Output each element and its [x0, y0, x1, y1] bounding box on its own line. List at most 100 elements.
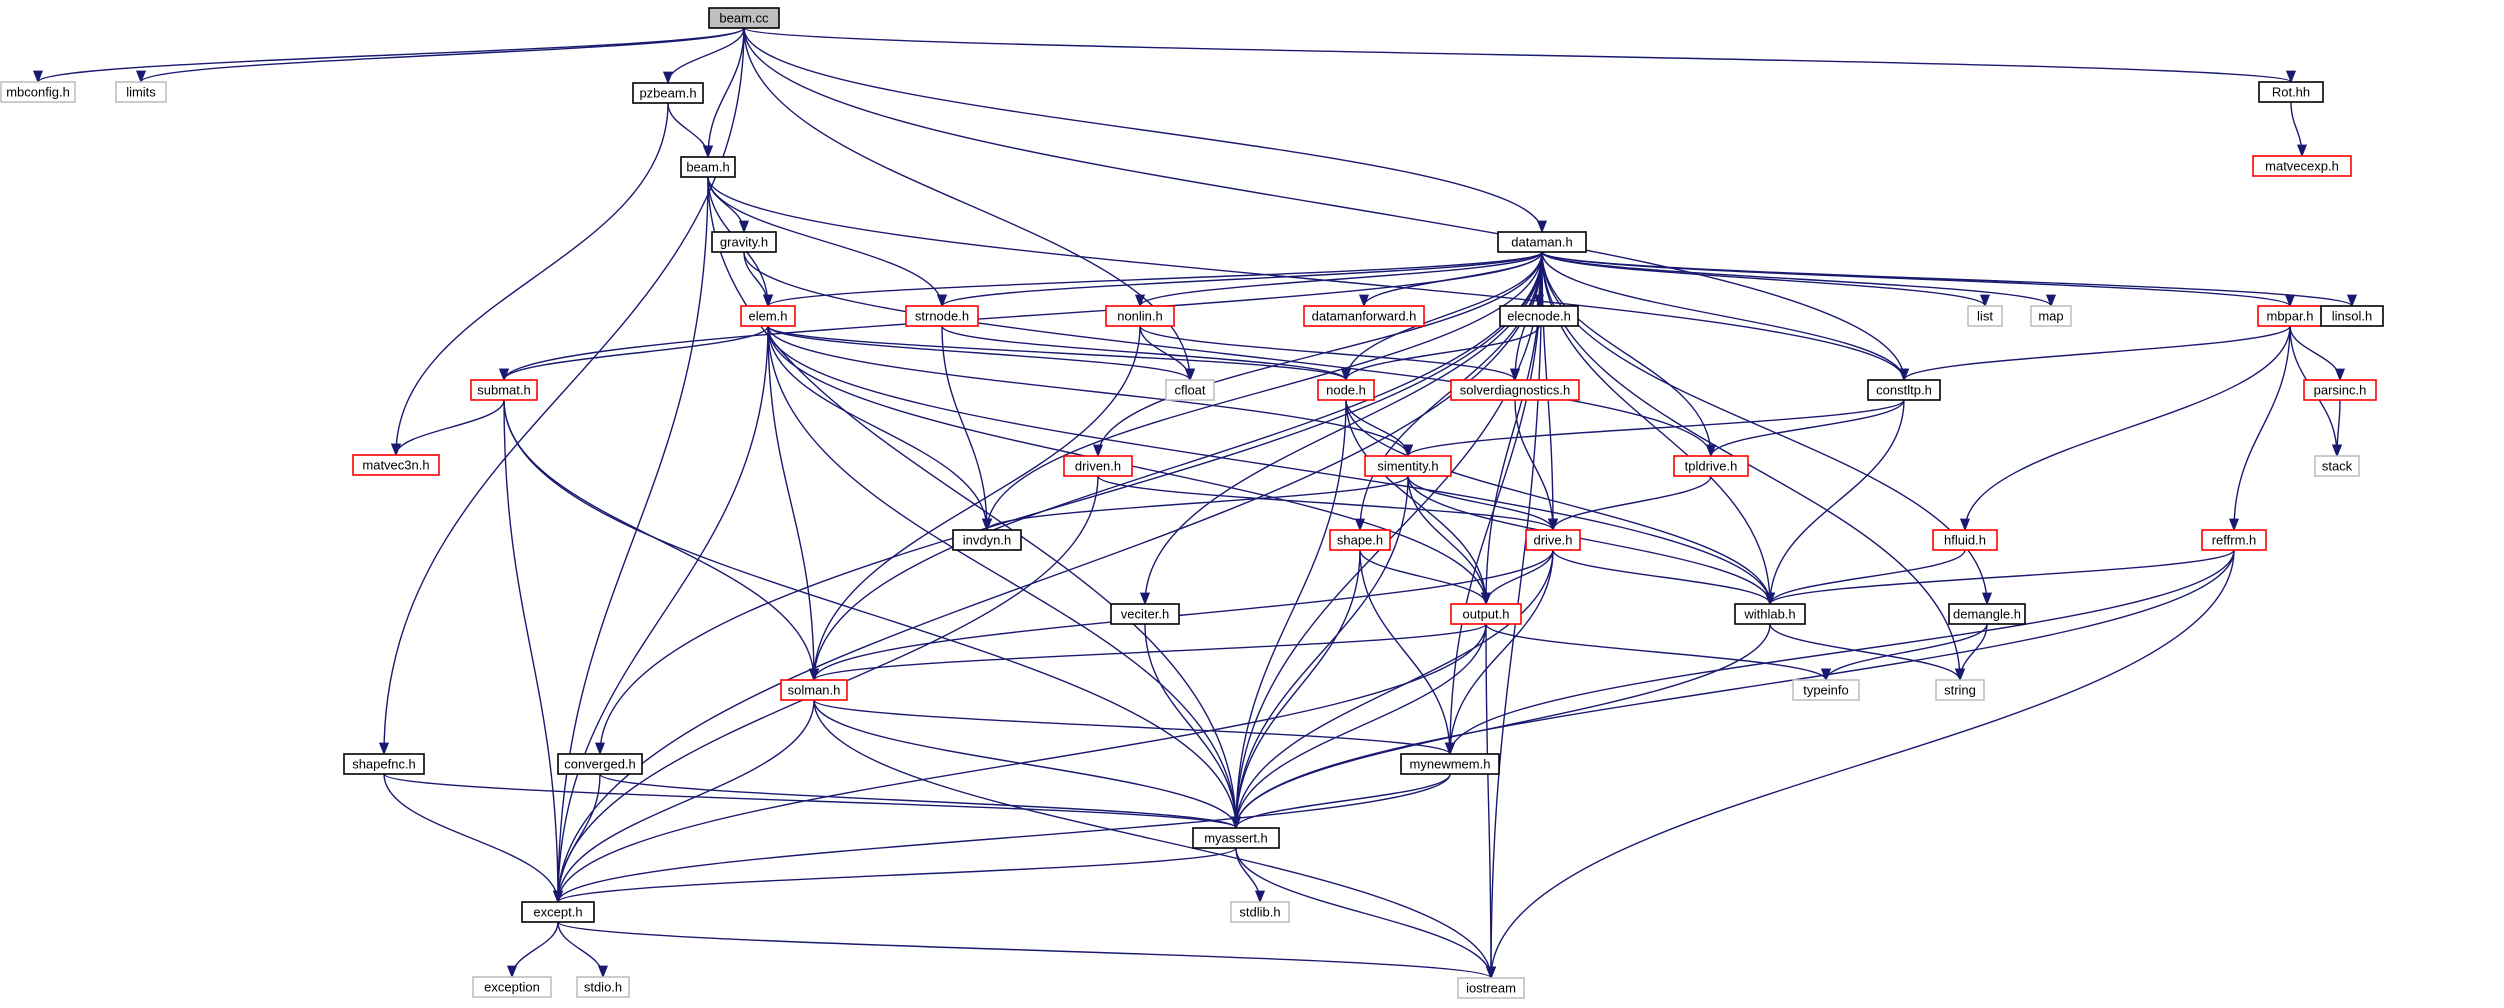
- node-linsol[interactable]: linsol.h: [2320, 305, 2384, 327]
- node-box: [1165, 379, 1215, 401]
- node-dataman[interactable]: dataman.h: [1497, 231, 1587, 253]
- node-elem[interactable]: elem.h: [740, 305, 796, 327]
- node-strnode[interactable]: strnode.h: [905, 305, 979, 327]
- node-except[interactable]: except.h: [521, 901, 595, 923]
- node-withlab[interactable]: withlab.h: [1734, 603, 1806, 625]
- edge-output-to-iostream: [1485, 623, 1497, 980]
- node-exception[interactable]: exception: [472, 976, 552, 998]
- node-beam-cc[interactable]: beam.cc: [708, 7, 780, 29]
- node-label: mbpar.h: [2267, 308, 2314, 323]
- edge-withlab-to-myassert: [1231, 623, 1771, 830]
- node-box: [1948, 603, 2026, 625]
- node-stdlib[interactable]: stdlib.h: [1230, 901, 1290, 923]
- edge-elecnode-to-node: [1341, 325, 1540, 382]
- edge-beam_cc-to-shapefnc: [378, 27, 745, 756]
- node-label: hfluid.h: [1944, 532, 1986, 547]
- node-label: gravity.h: [720, 234, 768, 249]
- node-box: [1792, 679, 1860, 701]
- node-stack[interactable]: stack: [2314, 455, 2360, 477]
- node-reffrm[interactable]: reffrm.h: [2201, 529, 2267, 551]
- edge-node-to-simentity: [1345, 399, 1414, 458]
- node-beam-h[interactable]: beam.h: [680, 156, 736, 178]
- node-datamanforward[interactable]: datamanforward.h: [1303, 305, 1425, 327]
- node-simentity[interactable]: simentity.h: [1364, 455, 1452, 477]
- edge-submat-to-matvec3n: [391, 399, 505, 457]
- node-myassert[interactable]: myassert.h: [1192, 827, 1280, 849]
- node-converged[interactable]: converged.h: [557, 753, 643, 775]
- node-drive[interactable]: drive.h: [1525, 529, 1581, 551]
- edge-beam_cc-to-mbconfig: [33, 27, 745, 84]
- node-rot[interactable]: Rot.hh: [2258, 81, 2324, 103]
- node-shapefnc[interactable]: shapefnc.h: [343, 753, 425, 775]
- node-list[interactable]: list: [1967, 305, 2003, 327]
- edge-rot-to-matvecexp: [2290, 101, 2308, 158]
- node-pzbeam[interactable]: pzbeam.h: [632, 82, 704, 104]
- node-matvec3n[interactable]: matvec3n.h: [352, 454, 440, 476]
- edge-beam_cc-to-rot: [743, 27, 2296, 84]
- node-label: typeinfo: [1803, 682, 1849, 697]
- node-string[interactable]: string: [1935, 679, 1985, 701]
- node-hfluid[interactable]: hfluid.h: [1932, 529, 1998, 551]
- node-label: elecnode.h: [1507, 308, 1571, 323]
- node-box: [780, 679, 848, 701]
- node-veciter[interactable]: veciter.h: [1110, 603, 1180, 625]
- edge-dataman-to-submat: [499, 251, 1543, 382]
- node-mynewmem[interactable]: mynewmem.h: [1400, 753, 1500, 775]
- edge-nonlin-to-solverdiag: [1139, 325, 1520, 382]
- node-mbpar[interactable]: mbpar.h: [2257, 305, 2323, 327]
- node-label: pzbeam.h: [639, 85, 696, 100]
- node-submat[interactable]: submat.h: [470, 379, 538, 401]
- node-solverdiag[interactable]: solverdiagnostics.h: [1450, 379, 1580, 401]
- node-mbconfig[interactable]: mbconfig.h: [0, 81, 76, 103]
- node-driven[interactable]: driven.h: [1063, 455, 1133, 477]
- node-limits[interactable]: limits: [115, 81, 167, 103]
- node-map[interactable]: map: [2030, 305, 2072, 327]
- node-label: shapefnc.h: [352, 756, 416, 771]
- node-label: exception: [484, 979, 540, 994]
- node-gravity[interactable]: gravity.h: [711, 231, 777, 253]
- node-box: [343, 753, 425, 775]
- node-invdyn[interactable]: invdyn.h: [952, 529, 1022, 551]
- node-label: string: [1944, 682, 1976, 697]
- node-box: [2314, 455, 2360, 477]
- edge-reffrm-to-mynewmem: [1445, 549, 2235, 756]
- edge-output-to-solman: [809, 623, 1487, 682]
- edge-dataman-to-nonlin: [1135, 251, 1543, 308]
- edge-solman-to-myassert: [813, 699, 1241, 830]
- node-shape[interactable]: shape.h: [1329, 529, 1391, 551]
- node-box: [1673, 455, 1749, 477]
- node-box: [905, 305, 979, 327]
- node-box: [1230, 901, 1290, 923]
- node-label: invdyn.h: [963, 532, 1011, 547]
- node-solman[interactable]: solman.h: [780, 679, 848, 701]
- node-cfloat[interactable]: cfloat: [1165, 379, 1215, 401]
- node-label: strnode.h: [915, 308, 969, 323]
- node-box: [1499, 305, 1579, 327]
- node-output[interactable]: output.h: [1450, 603, 1522, 625]
- node-tpldrive[interactable]: tpldrive.h: [1673, 455, 1749, 477]
- node-typeinfo[interactable]: typeinfo: [1792, 679, 1860, 701]
- node-label: tpldrive.h: [1685, 458, 1738, 473]
- edge-simentity-to-invdyn: [982, 475, 1409, 532]
- edge-simentity-to-drive: [1407, 475, 1558, 532]
- node-label: map: [2038, 308, 2063, 323]
- node-elecnode[interactable]: elecnode.h: [1499, 305, 1579, 327]
- node-box: [557, 753, 643, 775]
- node-box: [708, 7, 780, 29]
- node-node[interactable]: node.h: [1317, 379, 1375, 401]
- edge-dataman-to-mynewmem: [1444, 251, 1543, 756]
- node-iostream[interactable]: iostream: [1457, 977, 1525, 999]
- node-demangle[interactable]: demangle.h: [1948, 603, 2026, 625]
- node-matvecexp[interactable]: matvecexp.h: [2252, 155, 2352, 177]
- node-parsinc[interactable]: parsinc.h: [2303, 379, 2377, 401]
- node-box: [2258, 81, 2324, 103]
- node-constltp[interactable]: constltp.h: [1867, 379, 1941, 401]
- edge-shapefnc-to-myassert: [383, 773, 1241, 830]
- node-label: reffrm.h: [2212, 532, 2257, 547]
- node-nonlin[interactable]: nonlin.h: [1105, 305, 1175, 327]
- node-box: [1303, 305, 1425, 327]
- node-label: stdlib.h: [1239, 904, 1280, 919]
- node-stdio[interactable]: stdio.h: [576, 976, 630, 998]
- node-box: [1867, 379, 1941, 401]
- node-label: demangle.h: [1953, 606, 2021, 621]
